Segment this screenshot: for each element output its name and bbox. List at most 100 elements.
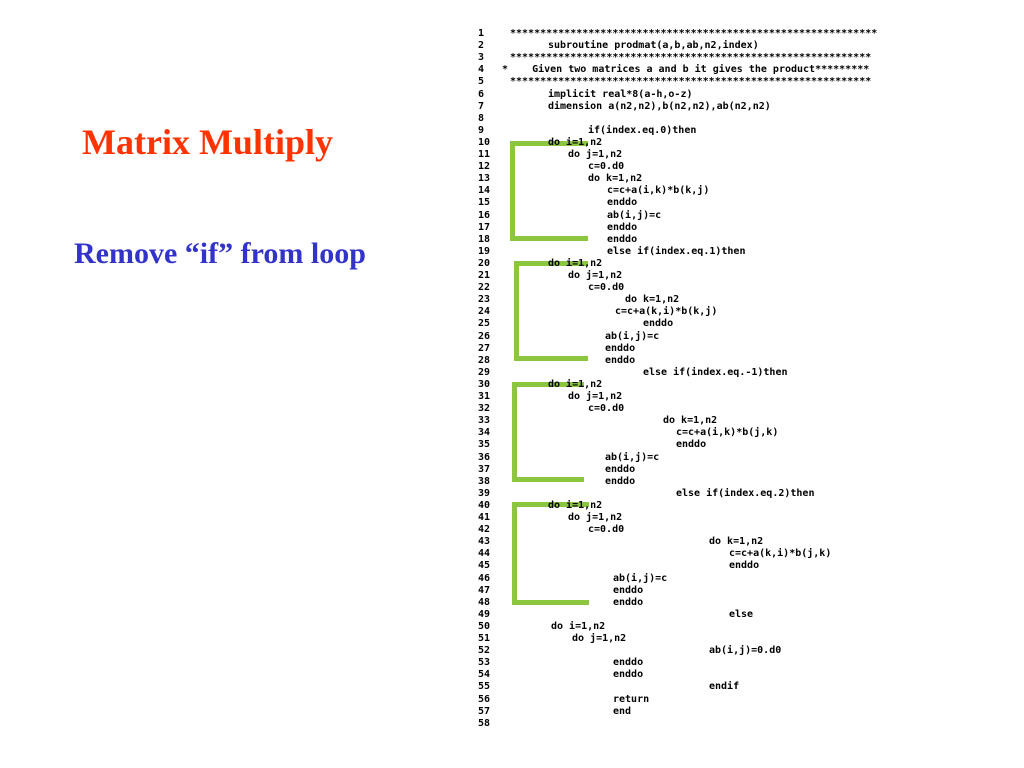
line-number: 2 (478, 40, 485, 52)
line-number: 25 (478, 318, 491, 330)
line-text: enddo (607, 233, 638, 245)
code-line: 8 (470, 113, 940, 125)
line-number: 15 (478, 197, 491, 209)
code-line: 2 subroutine prodmat(a,b,ab,n2,index) (470, 40, 940, 52)
line-number: 22 (478, 282, 491, 294)
line-number: 38 (478, 475, 491, 487)
line-number: 14 (478, 185, 491, 197)
line-text: c=0.d0 (588, 524, 625, 536)
line-text: ab(i,j)=0.d0 (709, 645, 782, 657)
line-number: 56 (478, 693, 491, 705)
line-text: do j=1,n2 (568, 270, 623, 281)
line-number: 7 (478, 100, 485, 112)
code-line: 57 end (470, 706, 940, 718)
line-number: 46 (478, 572, 491, 584)
code-line: 25 enddo (470, 318, 940, 330)
line-text: else if(index.eq.1)then (607, 245, 746, 257)
line-text: subroutine prodmat(a,b,ab,n2,index) (548, 40, 759, 52)
line-text: do i=1,n2 (551, 620, 606, 632)
line-number: 30 (478, 378, 491, 390)
line-number: 21 (478, 270, 491, 281)
line-text: enddo (643, 318, 674, 330)
line-text: enddo (729, 560, 760, 572)
line-number: 53 (478, 657, 491, 669)
line-text: end (613, 705, 632, 717)
line-text: else if(index.eq.2)then (676, 487, 815, 499)
line-text: enddo (613, 657, 644, 669)
code-line: 56 return (470, 694, 940, 706)
line-number: 35 (478, 439, 491, 451)
line-text: do k=1,n2 (588, 173, 643, 185)
code-line: 16 ab(i,j)=c (470, 210, 940, 222)
line-number: 51 (478, 633, 491, 644)
line-number: 40 (478, 499, 491, 511)
line-text: enddo (607, 197, 638, 209)
line-text: enddo (605, 463, 636, 475)
line-text: do k=1,n2 (625, 294, 680, 306)
code-listing: 1 ***************************************… (470, 28, 940, 740)
code-line: 3***************************************… (470, 52, 940, 64)
line-number: 31 (478, 391, 491, 402)
line-text: dimension a(n2,n2),b(n2,n2),ab(n2,n2) (548, 100, 771, 112)
line-number: 48 (478, 596, 491, 608)
code-line: 15 enddo (470, 197, 940, 209)
line-number: 16 (478, 209, 491, 221)
line-number: 17 (478, 221, 491, 233)
code-line: 58 (470, 718, 940, 730)
line-number: 3 (478, 52, 485, 64)
line-text: c=c+a(k,i)*b(j,k) (729, 548, 832, 560)
line-number: 49 (478, 608, 491, 620)
line-number: 1 (478, 28, 485, 39)
line-number: 57 (478, 705, 491, 717)
line-number: 11 (478, 149, 491, 160)
code-line: 21 do j=1,n2 (470, 270, 940, 282)
line-text: ab(i,j)=c (607, 209, 662, 221)
line-number: 6 (478, 88, 485, 100)
line-number: 19 (478, 245, 491, 257)
line-text: do j=1,n2 (568, 512, 623, 523)
line-text: return (613, 693, 650, 705)
code-line: 19 else if(index.eq.1)then (470, 246, 940, 258)
code-line: 50 do i=1,n2 (470, 621, 940, 633)
line-number: 39 (478, 487, 491, 499)
line-text: c=0.d0 (588, 161, 625, 173)
line-text: do i=1,n2 (548, 499, 603, 511)
line-text: ****************************************… (510, 76, 872, 88)
line-number: 36 (478, 451, 491, 463)
line-number: 26 (478, 330, 491, 342)
line-number: 55 (478, 681, 491, 693)
loop-bracket (512, 382, 584, 482)
line-number: 50 (478, 620, 491, 632)
line-number: 52 (478, 645, 491, 657)
line-number: 27 (478, 342, 491, 354)
line-number: 33 (478, 415, 491, 427)
line-number: 42 (478, 524, 491, 536)
line-text: else if(index.eq.-1)then (643, 366, 788, 378)
code-line: 1***************************************… (470, 28, 940, 40)
